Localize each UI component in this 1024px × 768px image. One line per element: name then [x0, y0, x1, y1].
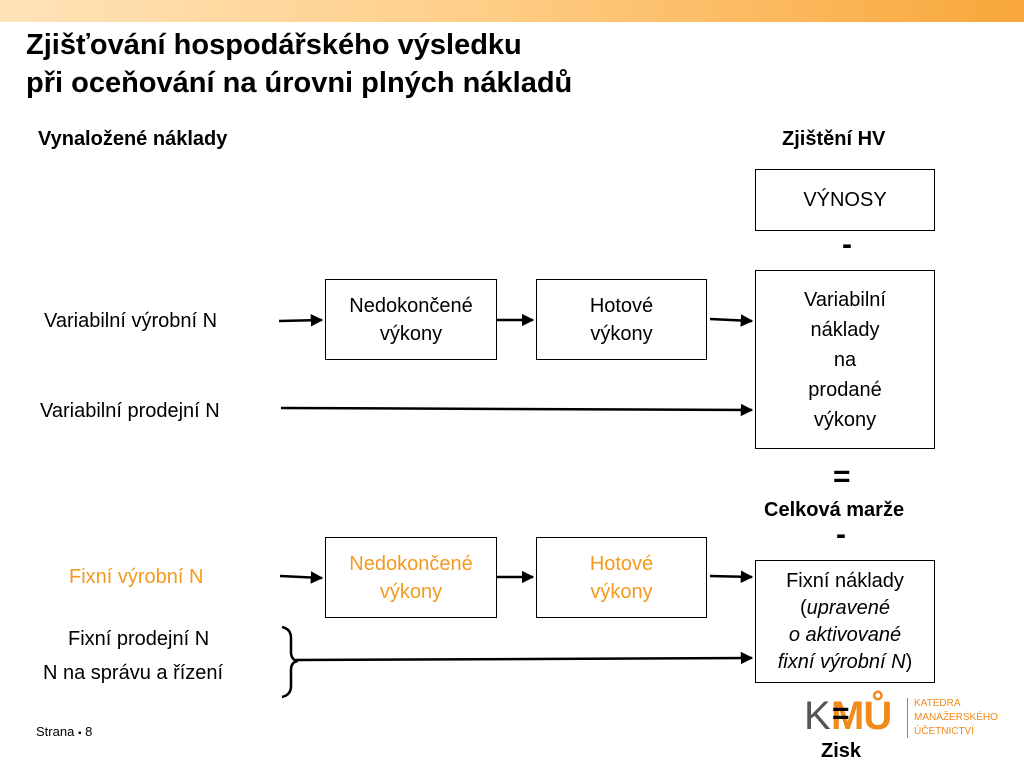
box-fixcosts-italic2: o aktivované — [788, 623, 902, 646]
curly-brace — [281, 625, 299, 699]
box-finished-top-line2: výkony — [590, 322, 653, 345]
logo-divider — [907, 698, 908, 738]
box-finished-top: Hotové výkony — [536, 279, 707, 360]
box-fixcosts-line4: fixní výrobní N) — [778, 649, 913, 676]
footer-page-number: 8 — [85, 724, 93, 739]
label-variable-sales-costs: Variabilní prodejní N — [40, 400, 220, 422]
logo-letter-k: K — [804, 694, 831, 738]
label-variable-production-costs: Variabilní výrobní N — [44, 310, 218, 332]
title-line-1: Zjišťování hospodářského výsledku — [26, 29, 522, 61]
box-wip-top: Nedokončené výkony — [325, 279, 497, 360]
logo-letters-mu: MŮ — [831, 694, 892, 738]
box-finished-bottom: Hotové výkony — [536, 537, 707, 618]
kmu-logo: K MŮ KATEDRA MANAŽERSKÉHO ÚČETNICTVÍ — [804, 692, 1014, 742]
header-costs-incurred: Vynaložené náklady — [38, 128, 228, 150]
arrow-var-sales-to-varcosts — [280, 403, 754, 417]
box-fixed-costs: Fixní náklady (upravené o aktivované fix… — [755, 560, 935, 683]
box-fixcosts-italic3: fixní výrobní N — [777, 650, 906, 673]
footer-page-label: Strana — [36, 724, 75, 739]
operator-equals-1: = — [833, 460, 851, 493]
label-fixed-production-costs: Fixní výrobní N — [69, 566, 204, 588]
operator-minus-2: - — [836, 518, 846, 551]
box-fixcosts-line2: (upravené — [800, 595, 890, 622]
logo-text-line1: KATEDRA — [914, 698, 961, 709]
result-total-margin: Celková marže — [764, 499, 905, 521]
box-finished-bottom-line1: Hotové — [589, 552, 654, 575]
box-finished-top-line1: Hotové — [589, 294, 654, 317]
operator-minus-1: - — [842, 228, 852, 261]
box-wip-top-line1: Nedokončené — [349, 294, 473, 317]
box-varcosts-line1: Variabilní — [804, 288, 886, 311]
title-line-2: při oceňování na úrovni plných nákladů — [26, 67, 573, 99]
box-wip-bottom-line2: výkony — [379, 580, 443, 603]
logo-text-line3: ÚČETNICTVÍ — [914, 726, 974, 737]
page-footer: Strana ▪ 8 — [36, 724, 92, 739]
box-variable-costs-sold: Variabilní náklady na prodané výkony — [755, 270, 935, 449]
box-wip-bottom: Nedokončené výkony — [325, 537, 497, 618]
box-wip-top-line2: výkony — [379, 322, 443, 345]
arrow-var-prod-to-wip — [278, 314, 324, 327]
box-varcosts-line5: výkony — [813, 408, 877, 431]
arrow-finished-to-varcosts — [709, 314, 754, 327]
logo-text-line2: MANAŽERSKÉHO — [914, 712, 998, 723]
box-wip-bottom-line1: Nedokončené — [349, 552, 473, 575]
box-revenue: VÝNOSY — [755, 169, 935, 231]
box-fixcosts-italic1: upravené — [806, 596, 891, 619]
box-varcosts-line4: prodané — [808, 378, 882, 401]
box-fixcosts-open-paren: ( — [799, 596, 807, 619]
box-revenue-text: VÝNOSY — [803, 189, 887, 211]
top-gradient-bar — [0, 0, 1024, 22]
footer-bullet: ▪ — [77, 728, 82, 739]
box-fixcosts-close-paren: ) — [905, 650, 913, 673]
box-varcosts-line2: náklady — [810, 318, 880, 341]
header-result-determination: Zjištění HV — [782, 128, 886, 150]
arrow-fix-prod-to-wip — [279, 571, 324, 584]
label-fixed-sales-costs: Fixní prodejní N — [68, 628, 210, 650]
slide-title: Zjišťování hospodářského výsledku při oc… — [26, 26, 572, 102]
box-finished-bottom-line2: výkony — [590, 580, 653, 603]
result-profit: Zisk — [821, 740, 862, 762]
logo-text: KATEDRA MANAŽERSKÉHO ÚČETNICTVÍ — [914, 697, 998, 739]
operator-equals-2: = — [832, 697, 850, 730]
box-fixcosts-line1: Fixní náklady — [786, 569, 904, 592]
label-admin-costs: N na správu a řízení — [43, 662, 224, 684]
box-varcosts-line3: na — [833, 348, 857, 371]
arrow-fixed-sales-admin-to-fixcosts — [295, 651, 754, 665]
arrow-finished-to-fixcosts — [709, 570, 754, 583]
